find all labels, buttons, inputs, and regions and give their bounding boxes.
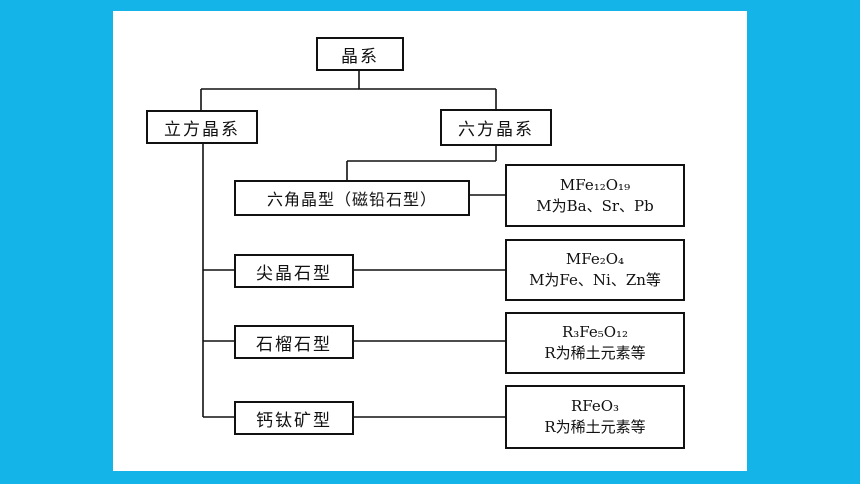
connector-lines bbox=[200, 71, 505, 418]
formula-text: MFe₂O₄ bbox=[565, 250, 625, 268]
type-box-magnetoplumbite: 六角晶型（磁铅石型） bbox=[234, 180, 470, 216]
formula-text: MFe₁₂O₁₉ bbox=[559, 175, 631, 194]
formula-text: R₃Fe₅O₁₂ bbox=[561, 323, 629, 341]
info-box-garnet: R₃Fe₅O₁₂ R为稀土元素等 bbox=[505, 312, 685, 374]
info-box-spinel: MFe₂O₄ M为Fe、Ni、Zn等 bbox=[505, 239, 685, 301]
note-text: M为Ba、Sr、Pb bbox=[536, 196, 654, 215]
diagram-panel: 晶系 立方晶系 六方晶系 六角晶型（磁铅石型） 尖晶石型 石榴石型 钙钛矿型 M… bbox=[113, 11, 747, 471]
type-box-garnet: 石榴石型 bbox=[234, 325, 354, 359]
type-box-spinel: 尖晶石型 bbox=[234, 254, 354, 288]
note-text: M为Fe、Ni、Zn等 bbox=[529, 271, 661, 289]
cubic-system-box: 立方晶系 bbox=[146, 110, 258, 144]
root-crystal-system: 晶系 bbox=[316, 37, 404, 71]
note-text: R为稀土元素等 bbox=[544, 344, 646, 362]
note-text: R为稀土元素等 bbox=[544, 418, 646, 436]
hexagonal-system-box: 六方晶系 bbox=[440, 109, 552, 146]
formula-text: RFeO₃ bbox=[570, 397, 620, 415]
type-box-perovskite: 钙钛矿型 bbox=[234, 401, 354, 435]
info-box-magnetoplumbite: MFe₁₂O₁₉ M为Ba、Sr、Pb bbox=[505, 164, 685, 227]
info-box-perovskite: RFeO₃ R为稀土元素等 bbox=[505, 385, 685, 449]
